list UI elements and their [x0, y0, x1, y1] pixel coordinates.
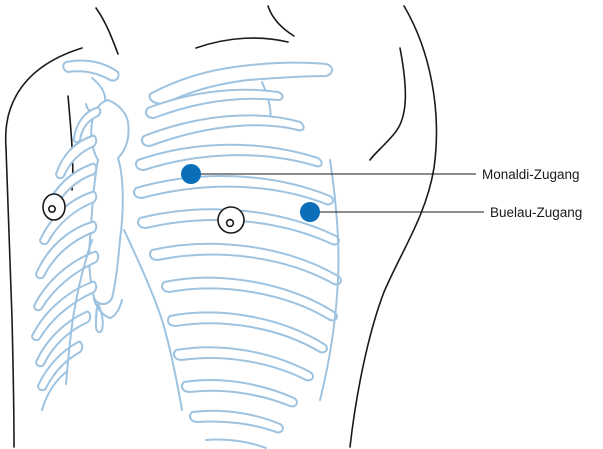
rib-right-4	[134, 176, 333, 204]
rib-right-8	[168, 312, 327, 352]
shoulder-joint-right	[262, 82, 271, 120]
ribs-right	[124, 90, 341, 448]
clavicle-left	[63, 60, 118, 80]
neck-right-contour	[268, 6, 294, 36]
buelau-annotation: Buelau-Zugang	[300, 202, 582, 222]
rib-right-11	[190, 411, 283, 433]
clavicle-skin-contour	[196, 38, 288, 48]
rib-right-12	[206, 439, 266, 448]
rib-right-2	[142, 115, 304, 146]
rib-right-3	[136, 145, 322, 170]
neck-left-contour	[96, 8, 118, 54]
rib-right-10	[182, 380, 297, 406]
right-body-contour	[350, 6, 436, 447]
axilla-contour	[370, 48, 405, 160]
arm-left-contour	[6, 148, 14, 447]
rib-right-9	[174, 347, 313, 380]
nipple-left	[218, 207, 244, 233]
rib-right-6	[150, 244, 341, 285]
buelau-label: Buelau-Zugang	[490, 205, 582, 220]
monaldi-label: Monaldi-Zugang	[482, 167, 580, 182]
nipple-right	[43, 194, 65, 220]
buelau-marker	[300, 202, 320, 222]
rib-cage	[32, 60, 341, 448]
monaldi-marker	[181, 164, 201, 184]
